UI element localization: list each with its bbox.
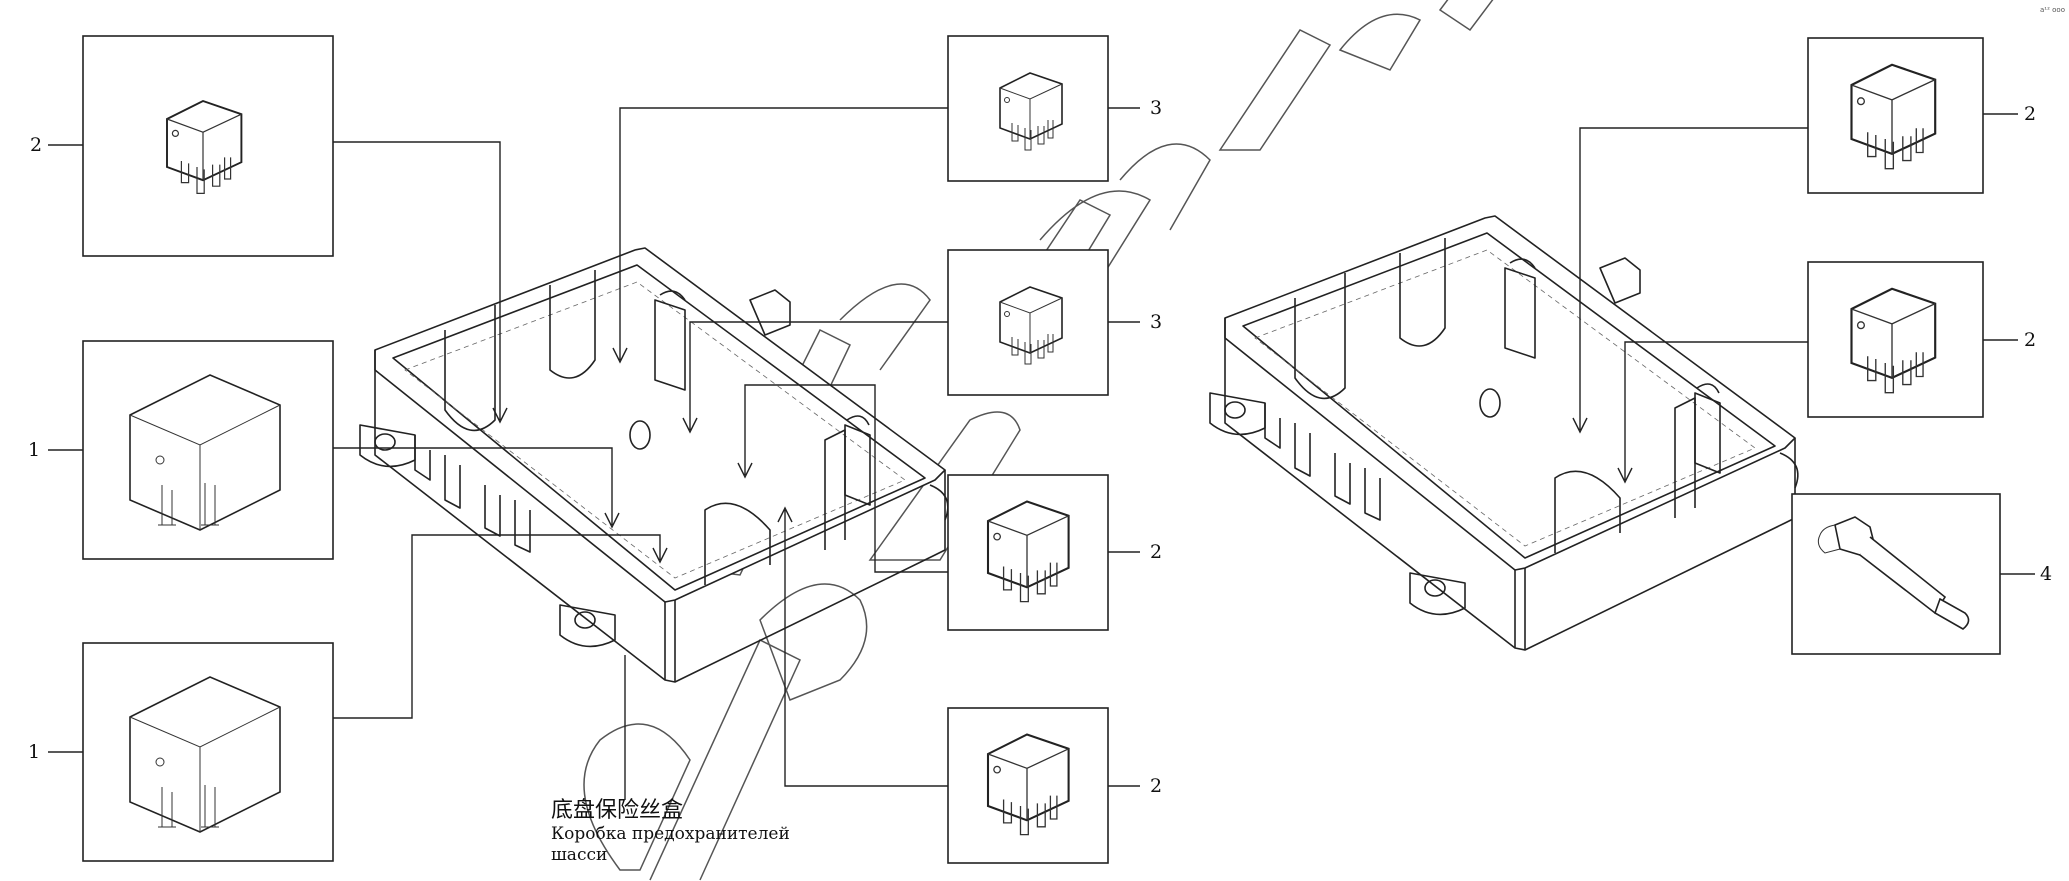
relay-upper-center[interactable] (947, 249, 1109, 396)
caption-russian-line1: Коробка предохранителей (551, 824, 790, 845)
callout-number: 4 (2040, 563, 2052, 585)
callout-number: 2 (1150, 775, 1162, 797)
relay-mid-left[interactable] (82, 340, 334, 560)
callout-number: 1 (28, 439, 40, 461)
caption-chinese: 底盘保险丝盒 (551, 798, 684, 823)
relay-bottom-center[interactable] (947, 707, 1109, 864)
callout-number: 1 (28, 741, 40, 763)
caption-russian-line2: шасси (551, 844, 608, 865)
diagram-caption: 底盘保险丝盒 Коробка предохранителей шасси (551, 798, 790, 865)
callout-leaders (48, 107, 2035, 787)
callout-number: 2 (2024, 329, 2036, 351)
callout-number: 2 (30, 134, 42, 156)
relay-lower-center[interactable] (947, 474, 1109, 631)
relay-top-center[interactable] (947, 35, 1109, 182)
callout-number: 3 (1150, 311, 1162, 333)
fuse-box-right (1209, 215, 1799, 651)
callout-number: 3 (1150, 97, 1162, 119)
relay-top-left[interactable] (82, 35, 334, 257)
relay-mid-right[interactable] (1807, 261, 1984, 418)
relay-bottom-left[interactable] (82, 642, 334, 862)
callout-number: 2 (1150, 541, 1162, 563)
fuse-box-left (359, 247, 949, 683)
sensor-right[interactable] (1791, 493, 2001, 655)
leader-lines (333, 107, 1808, 800)
callout-number: 2 (2024, 103, 2036, 125)
relay-top-right[interactable] (1807, 37, 1984, 194)
corner-mark: a¹² ooo (2040, 6, 2065, 14)
